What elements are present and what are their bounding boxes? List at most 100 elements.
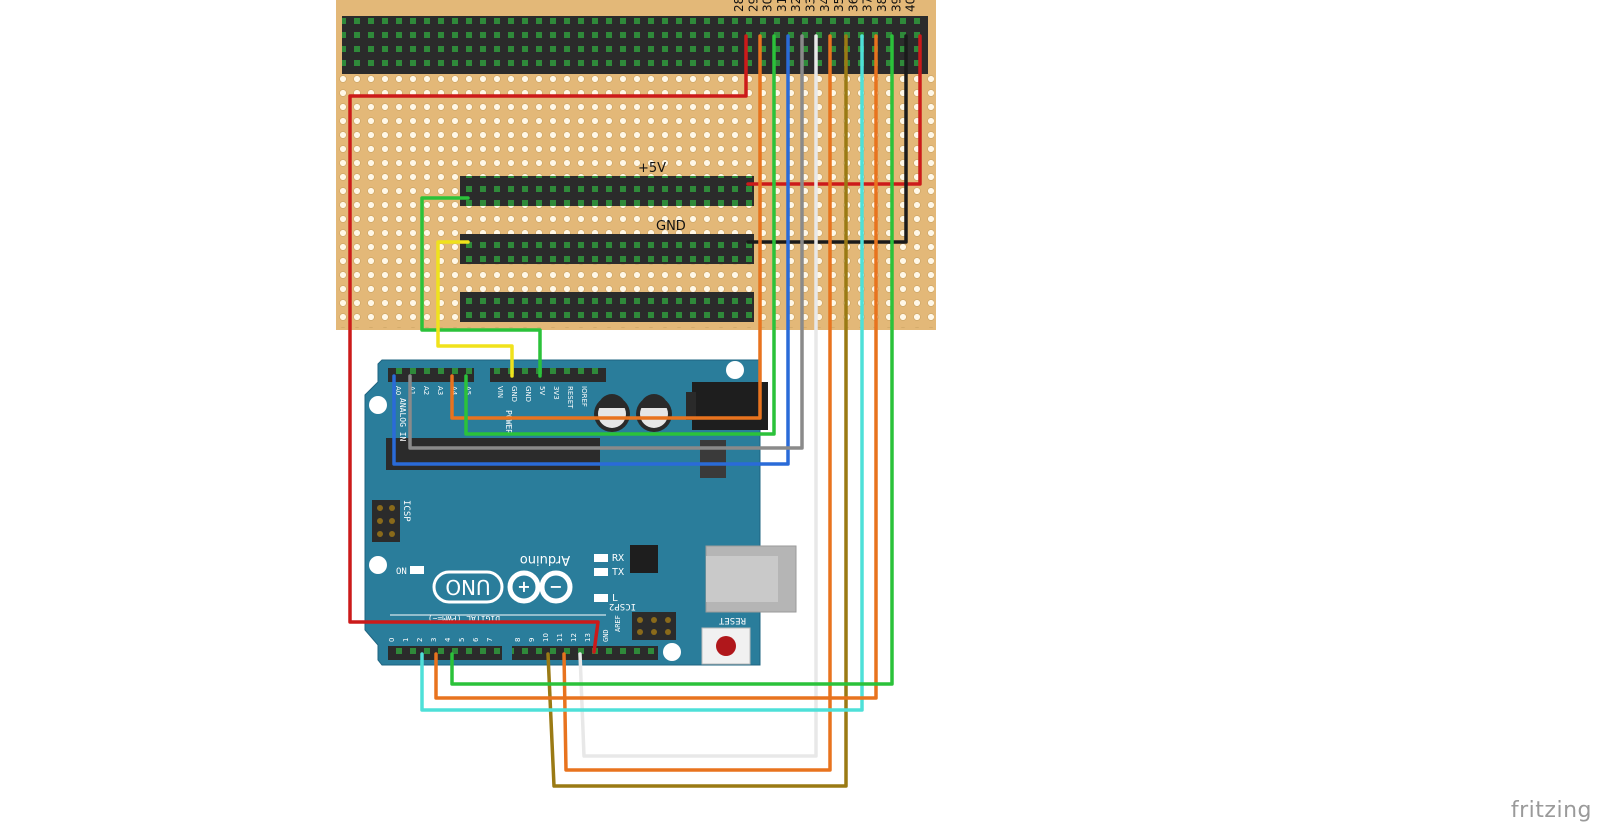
digital-pin-label: 11 <box>556 633 564 642</box>
led-l-label: L <box>612 593 618 604</box>
uno-logo: UNO + − Arduino <box>432 552 573 604</box>
reset-button <box>701 627 751 665</box>
wire-white-33 <box>578 34 818 758</box>
header-pin-label: 40 <box>904 0 918 12</box>
digital-pin-label: 6 <box>472 637 480 642</box>
power-jack-bump <box>686 392 696 420</box>
digital-header-high <box>512 646 658 660</box>
top-header-strip <box>342 16 928 74</box>
digital-pin-label: 10 <box>542 633 550 642</box>
power-pin-label: VIN <box>496 386 504 398</box>
led-rx <box>594 554 608 562</box>
header-pin-label: 37 <box>861 0 875 12</box>
digital-pin-label: 8 <box>514 638 522 642</box>
digital-pin-label: 5 <box>458 638 466 642</box>
usb-chip <box>630 545 658 573</box>
header-pin-label: 33 <box>804 0 818 12</box>
digital-pin-label: 2 <box>416 638 424 642</box>
wire-orange-29 <box>450 34 762 420</box>
icsp-label: ICSP <box>401 500 411 522</box>
header-pin-label: 31 <box>775 0 789 12</box>
icsp-header <box>372 500 400 542</box>
svg-text:+: + <box>517 577 530 596</box>
analog-pin-label: A4 <box>450 386 458 396</box>
svg-text:−: − <box>549 577 562 596</box>
digital-pin-label: 1 <box>402 638 410 642</box>
power-pin-label: RESET <box>566 386 574 409</box>
icsp2-label: ICSP2 <box>609 601 636 611</box>
analog-group-label: ANALOG IN <box>398 398 407 442</box>
header-pin-label: 34 <box>818 0 832 12</box>
analog-pin-label: A5 <box>464 386 472 395</box>
led-on <box>410 566 424 574</box>
power-pin-label: 3V3 <box>552 386 560 400</box>
led-on-label: ON <box>396 567 407 577</box>
usb-port-inner <box>706 556 778 602</box>
voltage-regulator <box>700 440 726 478</box>
arduino-uno: UNO + − Arduino POWER ANALOG IN ICSP ICS… <box>364 359 797 666</box>
rail-gnd <box>460 234 754 264</box>
analog-pin-label: A0 <box>394 386 402 395</box>
led-rx-label: RX <box>612 553 624 564</box>
icsp2-header <box>632 612 676 640</box>
wire-gray-32 <box>408 34 804 450</box>
digital-pin-label: 4 <box>444 637 452 642</box>
power-header <box>490 368 606 382</box>
header-pin-label: 39 <box>889 0 903 12</box>
wires <box>348 34 922 788</box>
analog-pin-label: A2 <box>422 386 430 395</box>
wire-cyan-36 <box>420 34 864 712</box>
header-pin-label: 32 <box>789 0 803 12</box>
header-pin-label: 30 <box>761 0 775 12</box>
led-tx <box>594 568 608 576</box>
analog-header <box>388 368 474 382</box>
wire-yellow-rail <box>436 240 514 378</box>
rail-5v <box>460 176 754 206</box>
wire-red-rail <box>746 34 922 186</box>
power-jack <box>692 382 768 430</box>
led-l <box>594 594 608 602</box>
wire-orange-34 <box>562 34 832 772</box>
mount-hole <box>369 396 387 414</box>
digital-pin-label: 13 <box>584 633 592 642</box>
wire-orange-37 <box>434 34 878 700</box>
digital-group-label: DIGITAL (PWM=~) <box>428 614 500 623</box>
brand-label: Arduino <box>520 552 570 567</box>
analog-pin-label: A1 <box>408 386 416 395</box>
wire-green-38 <box>450 34 894 686</box>
power-group-label: POWER <box>504 410 513 434</box>
capacitor <box>636 394 672 432</box>
mount-hole <box>726 361 744 379</box>
wire-green-30 <box>464 34 776 436</box>
power-pin-label: IOREF <box>580 386 588 407</box>
wire-green-rail <box>420 196 542 378</box>
wire-blue-31 <box>392 34 790 466</box>
header-pin-label: 36 <box>846 0 860 12</box>
aref-label: AREF <box>614 615 622 632</box>
power-pin-label: GND <box>510 386 518 402</box>
fritzing-watermark: fritzing <box>1510 798 1592 823</box>
digital-pin-label: 0 <box>388 638 396 642</box>
digital-pin-label: 7 <box>486 638 494 642</box>
label-5v: +5V <box>638 161 666 176</box>
analog-pin-labels: A0 A1 A2 A3 A4 A5 <box>394 386 472 396</box>
header-pin-label: 38 <box>875 0 889 12</box>
mount-hole <box>369 556 387 574</box>
led-tx-label: TX <box>612 567 624 578</box>
rail-third <box>460 292 754 322</box>
digital-pin-label: 3 <box>430 638 438 642</box>
gnd-label: GND <box>602 629 610 642</box>
analog-pin-label: A3 <box>436 386 444 395</box>
header-pin-label: 28 <box>732 0 746 12</box>
model-label: UNO <box>445 575 490 599</box>
reset-label: RESET <box>718 615 746 625</box>
header-pin-label: 29 <box>746 0 760 12</box>
power-pin-label: GND <box>524 386 532 402</box>
digital-pin-label: 9 <box>528 638 536 642</box>
